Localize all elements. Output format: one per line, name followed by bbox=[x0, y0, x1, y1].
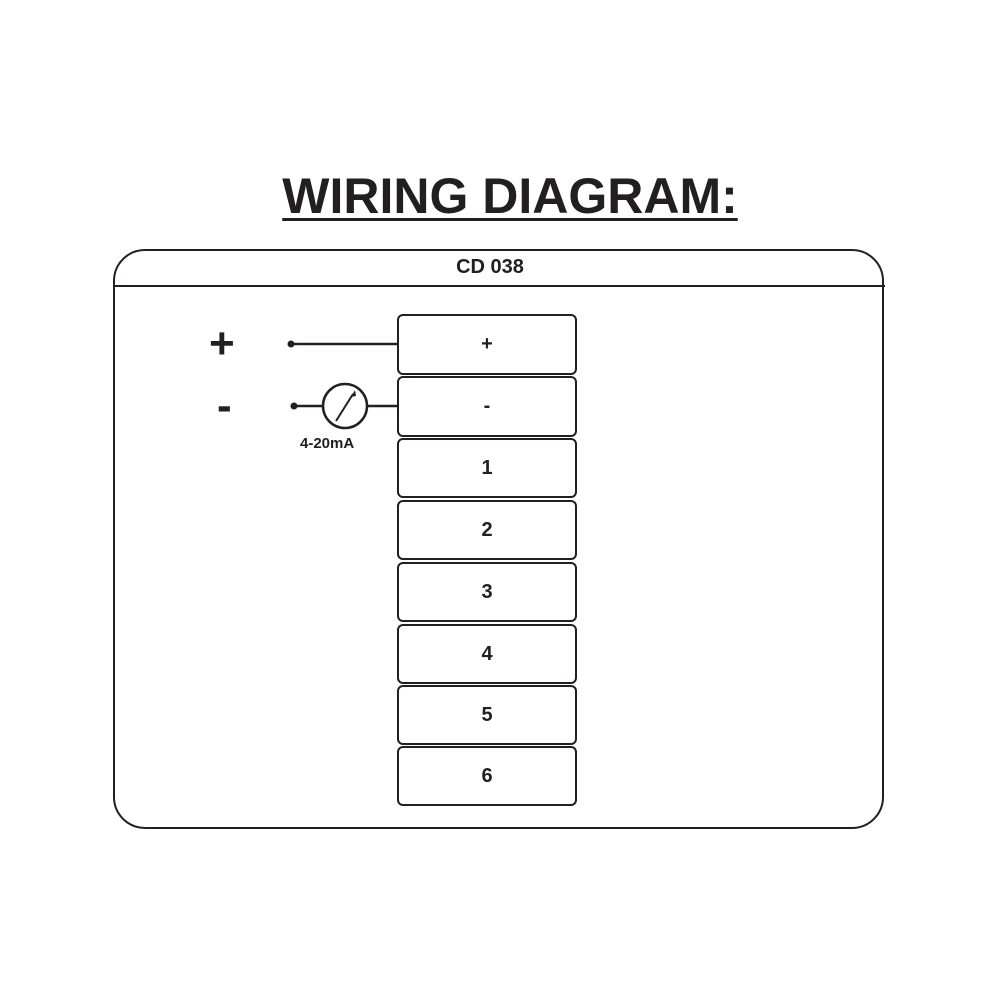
ammeter-needle bbox=[335, 393, 354, 422]
header-divider bbox=[113, 285, 885, 287]
terminal-positive: + bbox=[397, 314, 577, 375]
terminal-5: 5 bbox=[397, 685, 577, 745]
positive-label: + bbox=[209, 319, 235, 368]
negative-label: - bbox=[217, 381, 232, 430]
terminal-6: 6 bbox=[397, 746, 577, 806]
terminal-1: 1 bbox=[397, 438, 577, 498]
terminal-negative: - bbox=[397, 376, 577, 437]
terminal-2: 2 bbox=[397, 500, 577, 560]
signal-label: 4-20mA bbox=[300, 435, 355, 452]
device-model: CD 038 bbox=[456, 256, 524, 278]
terminal-3: 3 bbox=[397, 562, 577, 622]
page-title: WIRING DIAGRAM: bbox=[0, 168, 1000, 224]
terminal-4: 4 bbox=[397, 624, 577, 684]
device-frame bbox=[113, 249, 884, 829]
title-text: WIRING DIAGRAM: bbox=[282, 168, 738, 224]
